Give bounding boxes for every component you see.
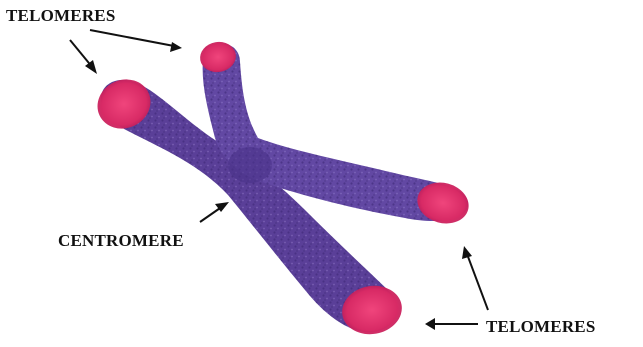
arrow-telomere-top-center-head — [170, 42, 182, 52]
label-centromere: CENTROMERE — [58, 232, 184, 249]
arrow-telomere-top-center — [90, 30, 174, 46]
centromere-region — [228, 147, 272, 183]
arrow-telomere-right — [467, 254, 488, 310]
arrow-telomere-right-head — [462, 246, 472, 259]
label-telomeres-bottom: TELOMERES — [486, 318, 596, 335]
arrow-telomere-top-left-head — [85, 60, 97, 74]
arrow-telomere-bottom-head — [425, 318, 435, 330]
label-telomeres-top: TELOMERES — [6, 7, 116, 24]
